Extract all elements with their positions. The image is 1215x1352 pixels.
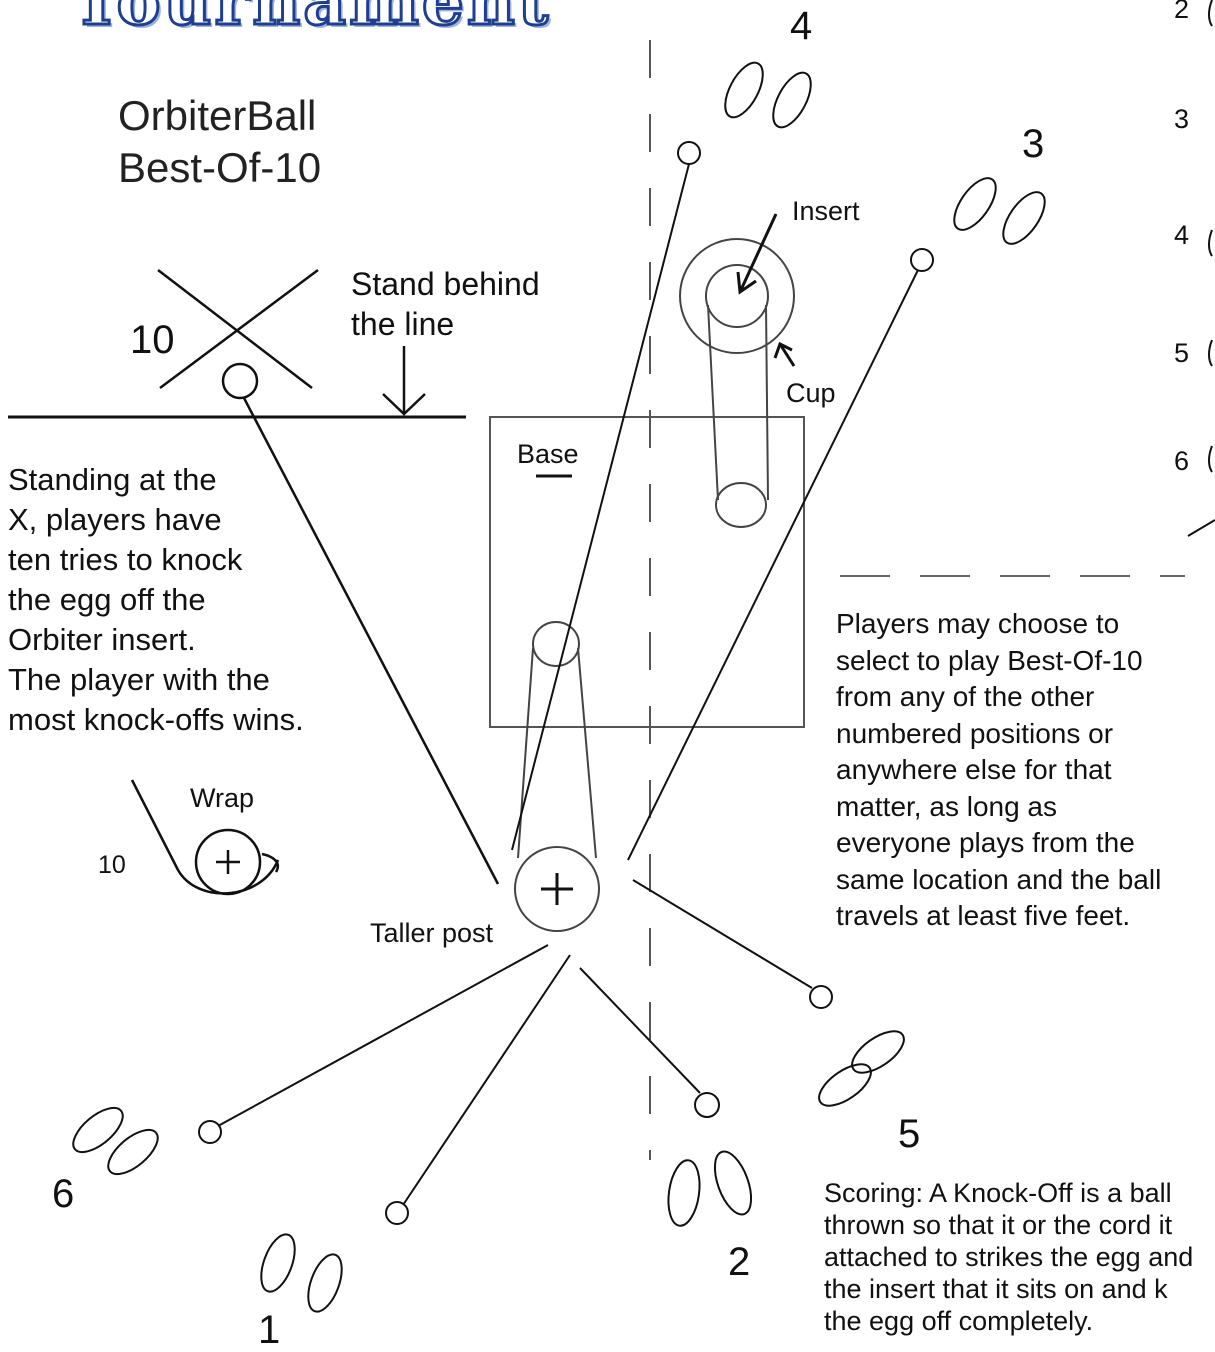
cup-circle [679, 238, 795, 354]
position-4-number: 4 [790, 4, 813, 48]
game-name: OrbiterBall [118, 92, 317, 139]
ball-position-1 [385, 1201, 409, 1225]
wrap-position-number: 10 [98, 851, 126, 879]
alternate-text: Players may choose to select to play Bes… [836, 608, 1162, 931]
side-list-item: 3 [1174, 104, 1190, 134]
insert-circle [705, 264, 769, 328]
footprints-4 [724, 61, 812, 129]
right-edge-fragment [1208, 339, 1213, 367]
tournament-title: Tournament [70, 0, 552, 42]
insert-arrow-icon [736, 213, 778, 295]
x-mark-stroke [157, 269, 313, 389]
game-format: Best-Of-10 [118, 144, 322, 191]
right-edge-fragment [1208, 229, 1213, 257]
ball-position-2 [694, 1092, 720, 1118]
stand-label-line2: the line [351, 306, 455, 342]
position-2-number: 2 [728, 1240, 751, 1284]
ball-position-5 [809, 985, 833, 1009]
ball-position-3 [910, 248, 934, 272]
side-list-item: 5 [1174, 338, 1190, 368]
post-plus-icon [541, 873, 573, 905]
taller-post-label: Taller post [370, 918, 494, 948]
base-rectangle [489, 416, 805, 728]
right-edge-fragment [1208, 0, 1213, 27]
ball-position-6 [198, 1120, 222, 1144]
position-1-number: 1 [258, 1308, 281, 1352]
right-edge-fragment [1208, 445, 1213, 473]
cord-line [242, 397, 500, 885]
position-6-number: 6 [52, 1172, 75, 1216]
right-edge-fragment [1187, 519, 1215, 537]
cup-arrow-icon [773, 341, 796, 367]
wrap-illustration [130, 779, 280, 896]
footprints-5 [818, 1030, 905, 1107]
position-3-number: 3 [1022, 122, 1045, 166]
footprints-6 [72, 1106, 159, 1176]
footprints-2 [667, 1150, 753, 1227]
x-position-number: 10 [130, 318, 175, 362]
insert-label: Insert [792, 196, 860, 226]
upper-arm-end [715, 482, 767, 528]
x-mark-stroke [159, 268, 319, 390]
wrap-label: Wrap [190, 783, 255, 813]
scoring-text: Scoring: A Knock-Off is a ball thrown so… [824, 1178, 1194, 1336]
side-list-item: 4 [1174, 220, 1190, 250]
cup-label: Cup [786, 378, 836, 408]
instructions-text: Standing at the X, players have ten trie… [8, 462, 304, 737]
side-list-item: 6 [1174, 446, 1190, 476]
down-arrow-icon [382, 346, 426, 416]
footprints-3 [953, 177, 1046, 245]
footprints-1 [260, 1233, 343, 1313]
taller-post-base [514, 846, 600, 932]
position-5-number: 5 [898, 1112, 921, 1156]
base-label: Base [517, 439, 579, 469]
ball-position-4 [677, 141, 701, 165]
stand-label-line1: Stand behind [351, 266, 540, 302]
post-top-end [532, 621, 580, 667]
ball-at-x [221, 362, 259, 400]
side-list-item: 2 [1174, 0, 1190, 24]
